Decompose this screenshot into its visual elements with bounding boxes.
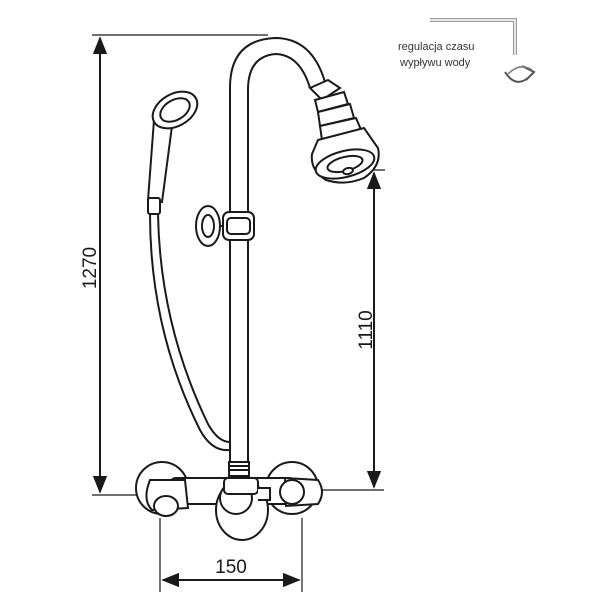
riser-pipe <box>228 36 326 477</box>
mixer-body <box>135 461 323 541</box>
spacing-dimension: 150 <box>159 518 303 592</box>
flow-time-annotation: regulacja czasu wypływu wody <box>398 18 536 83</box>
head-height-label: 1110 <box>356 310 377 349</box>
head-height-dimension: 1110 <box>318 169 385 491</box>
annotation-line-2: wypływu wody <box>399 57 471 69</box>
annotation-line-1: regulacja czasu <box>398 41 474 53</box>
flexible-hose <box>149 213 231 452</box>
total-height-dimension: 1270 <box>80 34 268 496</box>
slide-holder <box>195 205 255 247</box>
total-height-label: 1270 <box>80 247 101 289</box>
spacing-label: 150 <box>215 557 247 578</box>
hand-shower <box>146 90 199 215</box>
rotate-arrow-icon <box>504 65 536 83</box>
shower-head <box>308 78 380 184</box>
